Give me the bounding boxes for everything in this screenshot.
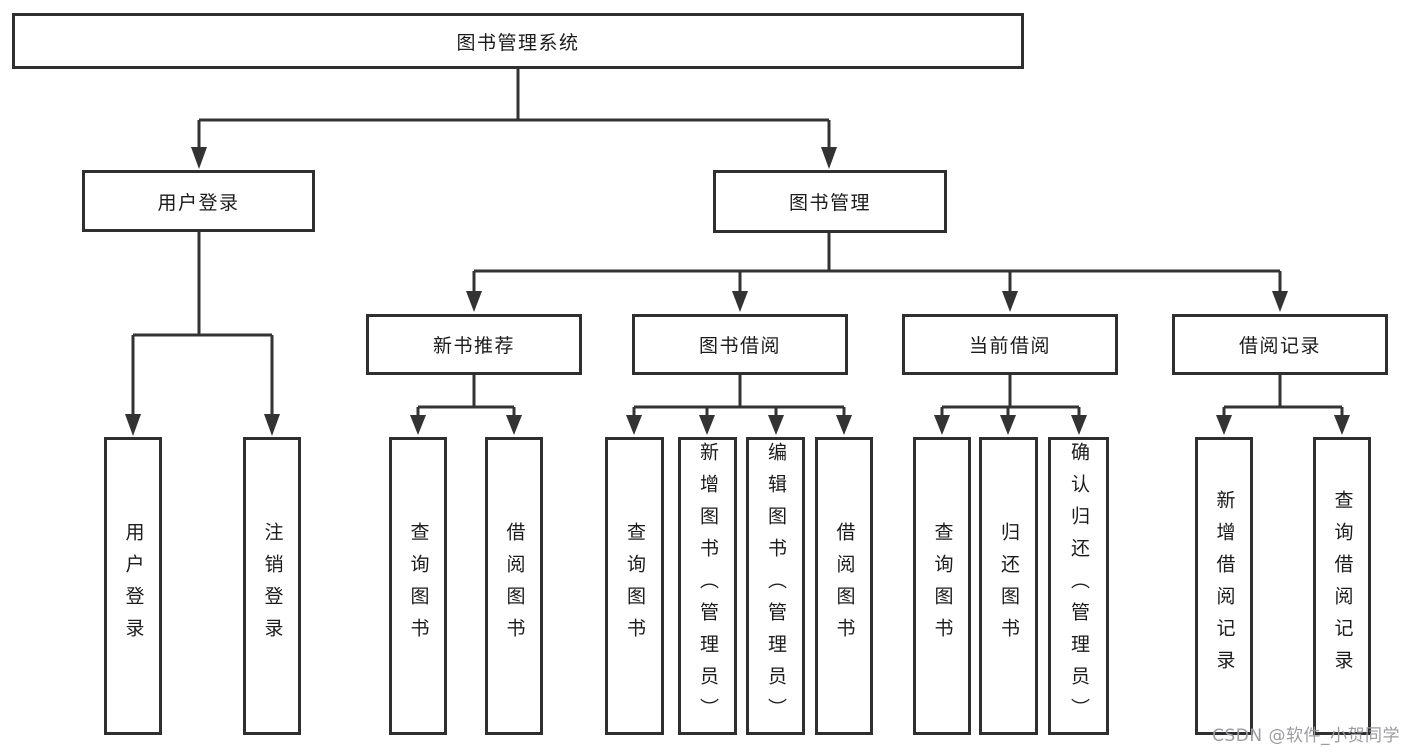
connector-book-borrow-to-leaves: [626, 375, 852, 435]
leaf-user-login: 用户登录: [104, 437, 162, 735]
node-book-management: 图书管理: [713, 170, 947, 233]
connector-borrow-records-to-leaves: [1216, 375, 1350, 435]
node-user-login: 用户登录: [82, 170, 315, 232]
leaf-borrow-book: 借阅图书: [815, 437, 873, 735]
connector-root-to-level1: [191, 69, 837, 169]
csdn-watermark: CSDN @软件_小贺同学: [1212, 726, 1400, 746]
node-current-borrow: 当前借阅: [902, 314, 1118, 375]
leaf-query-borrow-record: 查询借阅记录: [1313, 437, 1371, 735]
leaf-add-book-admin: 新增图书（管理员）: [678, 437, 737, 735]
leaf-return-book: 归还图书: [979, 437, 1038, 735]
connector-current-borrow-to-leaves: [934, 375, 1087, 435]
node-new-book-recommend: 新书推荐: [366, 314, 582, 375]
leaf-add-borrow-record: 新增借阅记录: [1195, 437, 1253, 735]
connector-book-management-to-level2: [466, 233, 1288, 312]
node-borrow-records: 借阅记录: [1172, 314, 1388, 375]
leaf-borrow-book-recommend: 借阅图书: [485, 437, 543, 735]
connector-user-login-to-leaves: [125, 232, 280, 436]
leaf-confirm-return-admin: 确认归还（管理员）: [1048, 437, 1109, 735]
node-book-borrow: 图书借阅: [632, 314, 848, 375]
leaf-query-book-current: 查询图书: [913, 437, 971, 735]
leaf-logout: 注销登录: [243, 437, 301, 735]
leaf-query-book-borrow: 查询图书: [605, 437, 664, 735]
leaf-query-book-recommend: 查询图书: [389, 437, 447, 735]
connector-new-book-recommend-to-leaves: [410, 375, 522, 435]
node-root-system: 图书管理系统: [12, 13, 1024, 69]
leaf-edit-book-admin: 编辑图书（管理员）: [746, 437, 805, 735]
